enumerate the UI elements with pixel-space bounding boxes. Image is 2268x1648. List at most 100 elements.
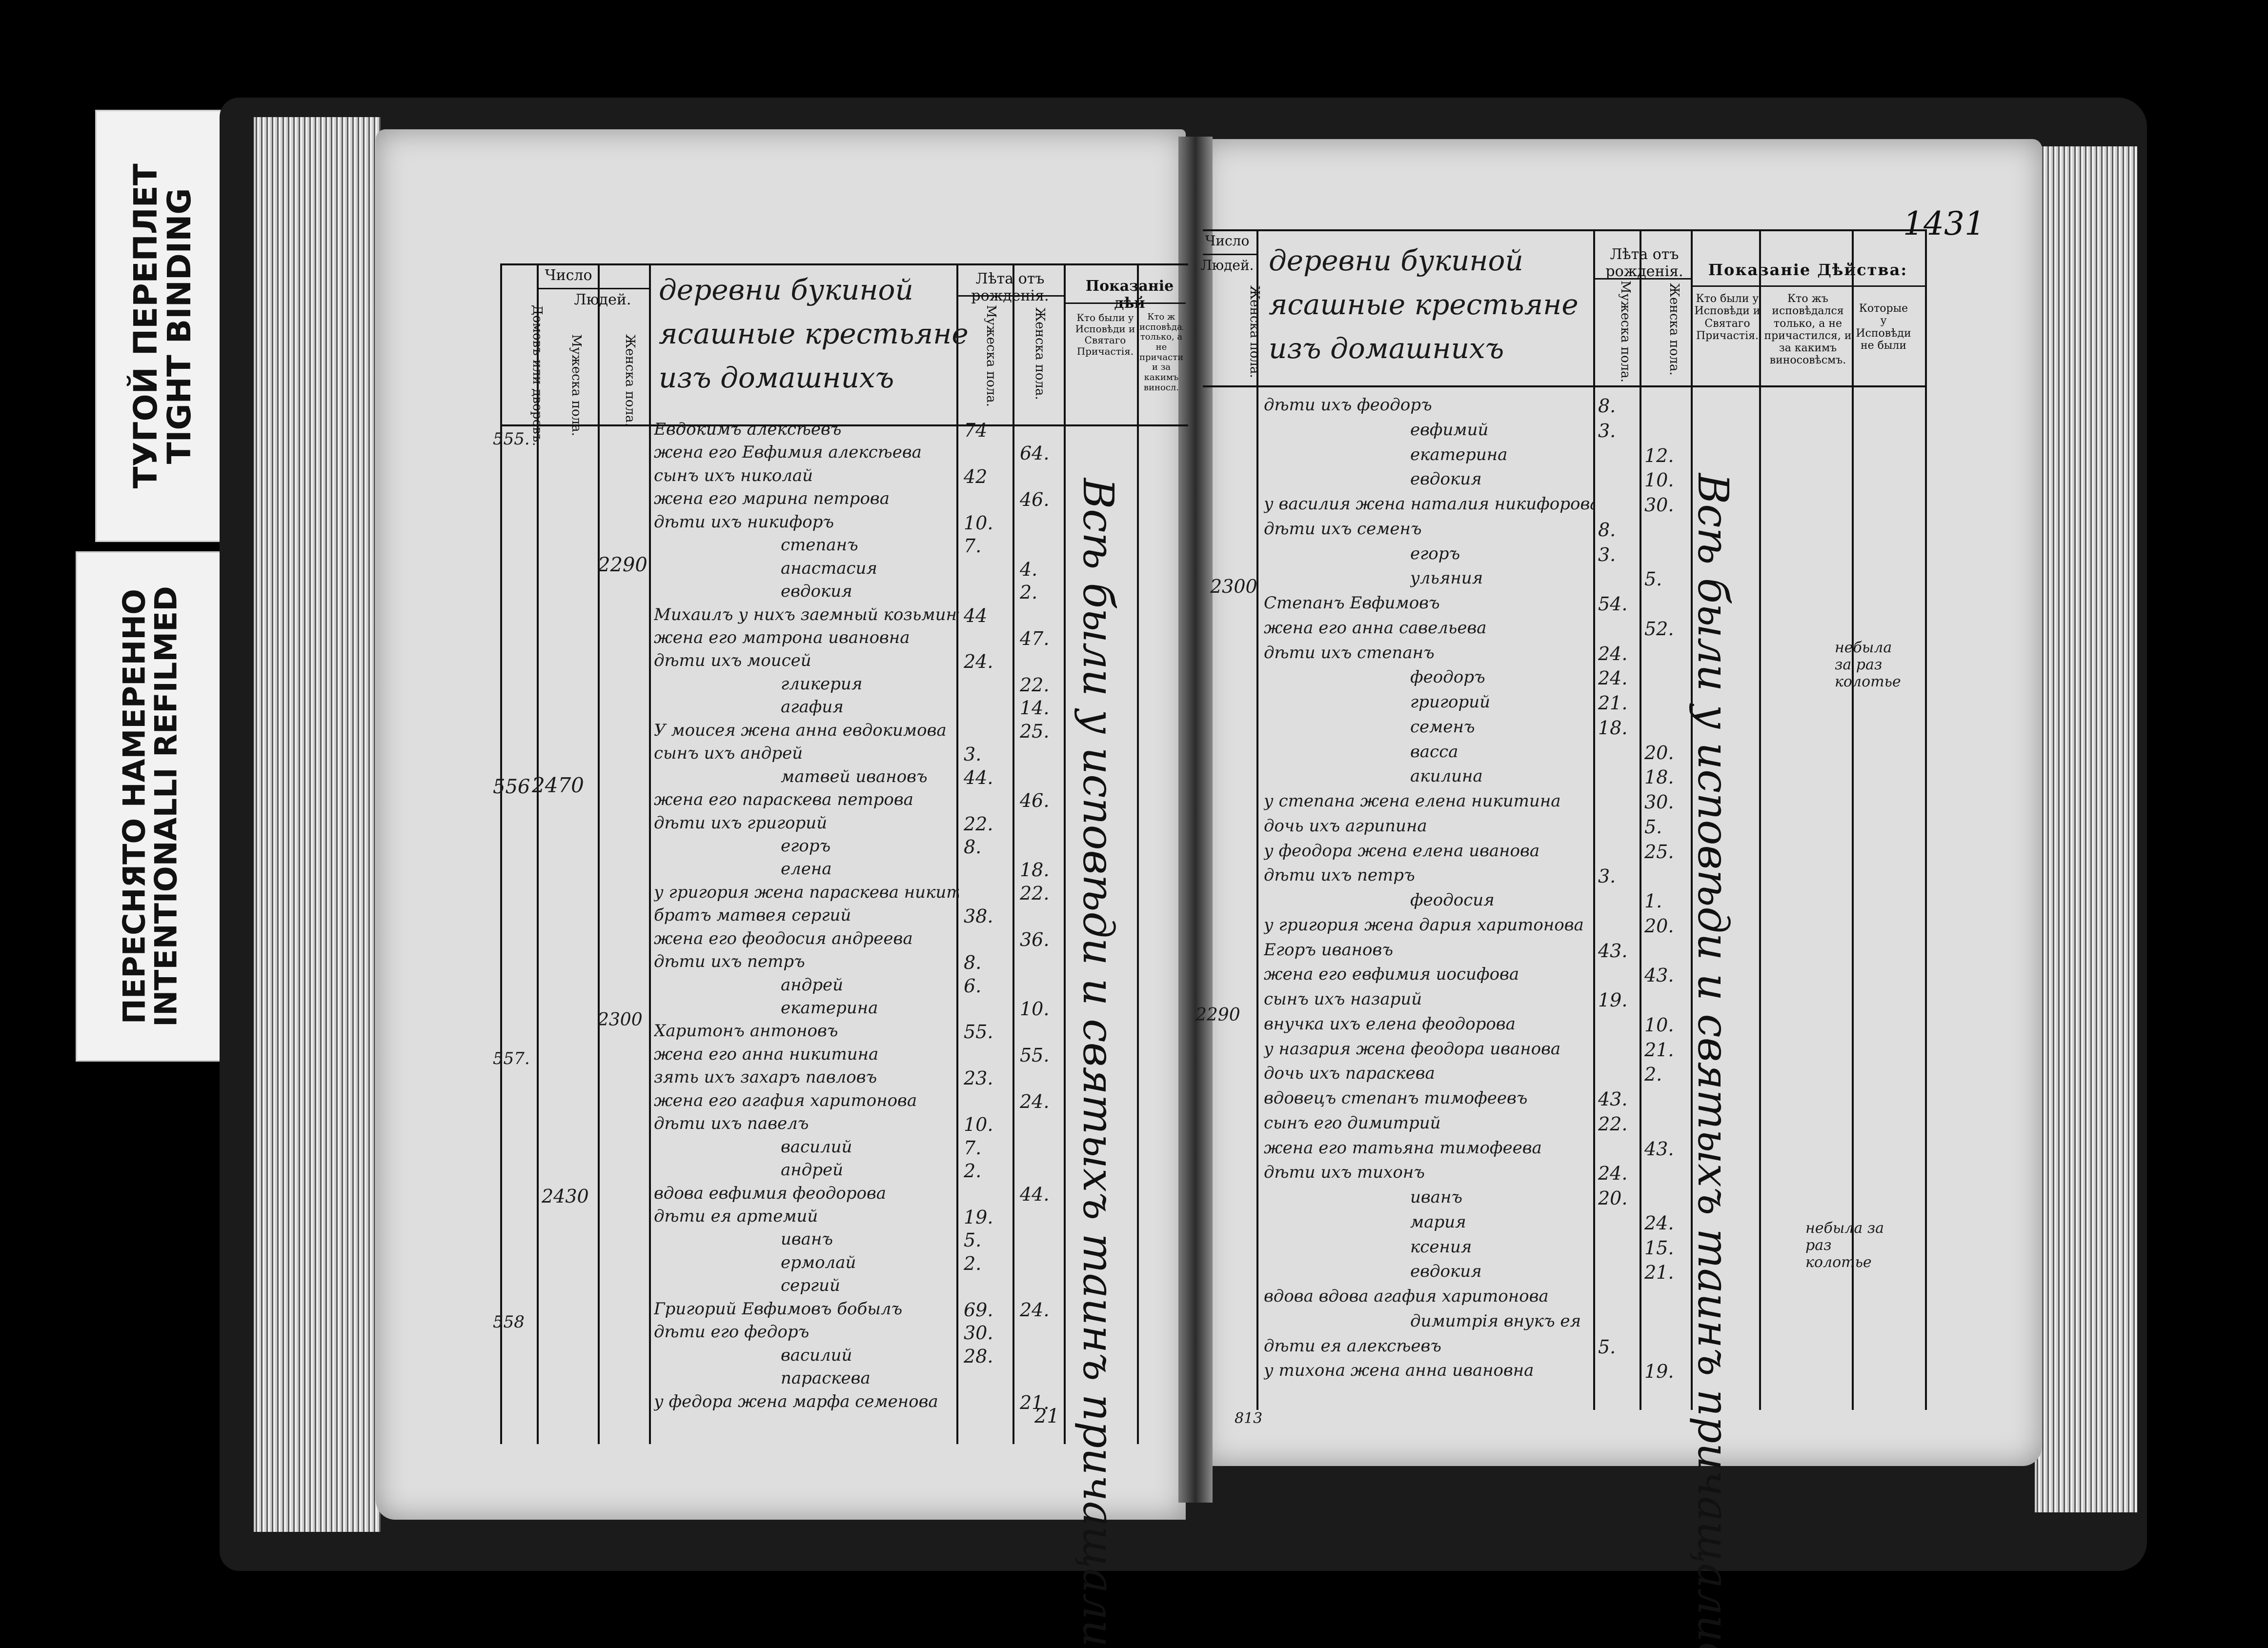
entry-age-female: 22. <box>1020 674 1050 696</box>
left-title-line: изъ домашнихъ <box>659 361 894 394</box>
table-column-rule <box>956 263 958 1444</box>
entry-age-female: 24. <box>1020 1299 1050 1321</box>
left-header-kto-byli: Кто были у Исповѣди и Святаго Причастія. <box>1075 312 1135 357</box>
left-header-lyeta: Лѣта отъ рожденія. <box>971 270 1049 304</box>
table-rule <box>500 424 1188 426</box>
entry-age-male: 44. <box>964 766 993 788</box>
entry-age-female: 36. <box>1020 928 1050 950</box>
entry-age-female: 14. <box>1020 697 1050 719</box>
entry-age-male: 2. <box>964 1252 982 1274</box>
left-confession-note: Всѣ были у исповѣди и святыхъ таинъ прич… <box>1073 478 1122 1648</box>
right-header-kto-byli: Кто были у Исповѣди и Святаго Причастія. <box>1694 293 1761 342</box>
entry-name: василий <box>781 1345 852 1365</box>
entry-age-female: 43. <box>1644 965 1674 986</box>
entry-age-male: 30. <box>964 1322 993 1344</box>
entry-name: дѣти ихъ никифоръ <box>654 512 834 532</box>
right-confession-note: Всѣ были у исповѣди и святыхъ таинъ прич… <box>1688 473 1737 1648</box>
entry-name: дѣти ихъ семенъ <box>1264 519 1422 539</box>
entry-age-female: 55. <box>1020 1044 1050 1066</box>
entry-name: внучка ихъ елена феодорова <box>1264 1014 1516 1034</box>
people-count: 2470 <box>532 773 584 797</box>
left-header-chislo: Число <box>545 267 592 284</box>
entry-age-female: 52. <box>1644 618 1674 640</box>
right-title-line: деревни букиной <box>1269 244 1523 277</box>
table-rule <box>537 288 649 289</box>
left-header-ktozh: Кто ж исповѣдался только, а не причастил… <box>1139 312 1183 393</box>
entry-age-female: 21. <box>1644 1039 1674 1061</box>
entry-age-male: 38. <box>964 905 993 927</box>
entry-name: евфимий <box>1410 420 1489 440</box>
entry-name: жена его Евфимия алексѣева <box>654 442 922 462</box>
entry-name: матвей ивановъ <box>781 766 928 786</box>
entry-name: дѣти ихъ тихонъ <box>1264 1163 1425 1183</box>
table-column-rule <box>1012 263 1014 1444</box>
entry-name: вдовецъ степанъ тимофеевъ <box>1264 1088 1528 1108</box>
entry-name: григорий <box>1410 692 1491 712</box>
entry-name: жена его евфимия иосифова <box>1264 965 1519 985</box>
table-column-rule <box>1852 229 1854 1410</box>
right-header-lyeta: Лѣта отъ рожденія. <box>1605 246 1683 280</box>
people-count: 2290 <box>1195 1005 1240 1025</box>
entry-age-female: 15. <box>1644 1237 1674 1259</box>
entry-name: жена его феодосия андреева <box>654 928 913 948</box>
entry-name: василий <box>781 1137 852 1157</box>
left-header-lyeta-m: Мужеска пола. <box>983 304 998 407</box>
entry-age-male: 5. <box>964 1229 982 1251</box>
entry-age-male: 19. <box>1598 989 1628 1011</box>
right-header-lyeta-m: Мужеска пола. <box>1618 280 1633 383</box>
entry-age-female: 24. <box>1020 1090 1050 1112</box>
right-page-edges <box>2035 146 2137 1512</box>
left-header-domov: Домовъ или дворовъ. <box>529 304 545 446</box>
people-count: 2300 <box>1210 576 1257 597</box>
entry-name: екатерина <box>781 998 878 1018</box>
entry-age-male: 7. <box>964 535 982 557</box>
tight-binding-text: ТУГОЙ ПЕРЕПЛЕТ TIGHT BINDING <box>126 163 199 489</box>
entry-age-male: 42 <box>964 465 988 487</box>
left-header-muzh: Мужеска пола. <box>568 334 584 437</box>
left-page-edges <box>254 117 381 1532</box>
entry-name: степанъ <box>781 535 858 555</box>
entry-age-male: 69. <box>964 1299 993 1321</box>
entry-age-male: 23. <box>964 1067 993 1089</box>
right-page <box>1203 139 2042 1466</box>
book-gutter <box>1178 137 1213 1503</box>
people-count: 2290 <box>598 554 648 576</box>
entry-name: феодосия <box>1410 890 1495 910</box>
entry-age-female: 20. <box>1644 915 1674 937</box>
table-column-rule <box>598 263 600 1444</box>
entry-age-female: 5. <box>1644 816 1662 838</box>
entry-age-male: 54. <box>1598 593 1628 615</box>
entry-name: зять ихъ захаръ павловъ <box>654 1067 877 1087</box>
table-column-rule <box>1137 263 1139 1444</box>
entry-age-male: 8. <box>1598 395 1616 417</box>
entry-age-female: 22. <box>1020 882 1050 904</box>
entry-name: васса <box>1410 742 1458 762</box>
tight-binding-label: ТУГОЙ ПЕРЕПЛЕТ TIGHT BINDING <box>95 110 230 542</box>
right-title-line: изъ домашнихъ <box>1269 332 1504 365</box>
entry-age-female: 10. <box>1020 998 1050 1020</box>
entry-age-male: 3. <box>1598 420 1616 442</box>
entry-name: феодоръ <box>1410 667 1485 687</box>
right-header-chislo: Число <box>1205 233 1250 249</box>
entry-age-male: 18. <box>1598 717 1628 739</box>
house-number: 557. <box>493 1049 530 1068</box>
entry-age-female: 2. <box>1644 1064 1662 1085</box>
left-header-lyeta-zh: Женска пола. <box>1032 307 1047 400</box>
entry-name: вдова вдова агафия харитонова <box>1264 1286 1549 1306</box>
entry-name: ксения <box>1410 1237 1472 1257</box>
left-header-pokazanie: Показаніе дѣй <box>1085 278 1174 312</box>
entry-age-female: 4. <box>1020 558 1038 580</box>
entry-name: ермолай <box>781 1252 856 1272</box>
entry-age-male: 7. <box>964 1137 982 1159</box>
entry-age-male: 44 <box>964 604 988 626</box>
entry-name: андрей <box>781 1160 843 1180</box>
people-count: 2300 <box>598 1010 643 1030</box>
entry-name: семенъ <box>1410 717 1475 737</box>
entry-name: дочь ихъ параскева <box>1264 1064 1435 1084</box>
entry-age-male: 19. <box>964 1206 993 1228</box>
right-header-pokazanie: Показаніе Дѣйства: <box>1708 261 1908 279</box>
entry-age-female: 18. <box>1020 859 1050 881</box>
entry-name: у степана жена елена никитина <box>1264 791 1561 811</box>
entry-name: жена его анна никитина <box>654 1044 879 1064</box>
entry-age-female: 30. <box>1644 791 1674 813</box>
